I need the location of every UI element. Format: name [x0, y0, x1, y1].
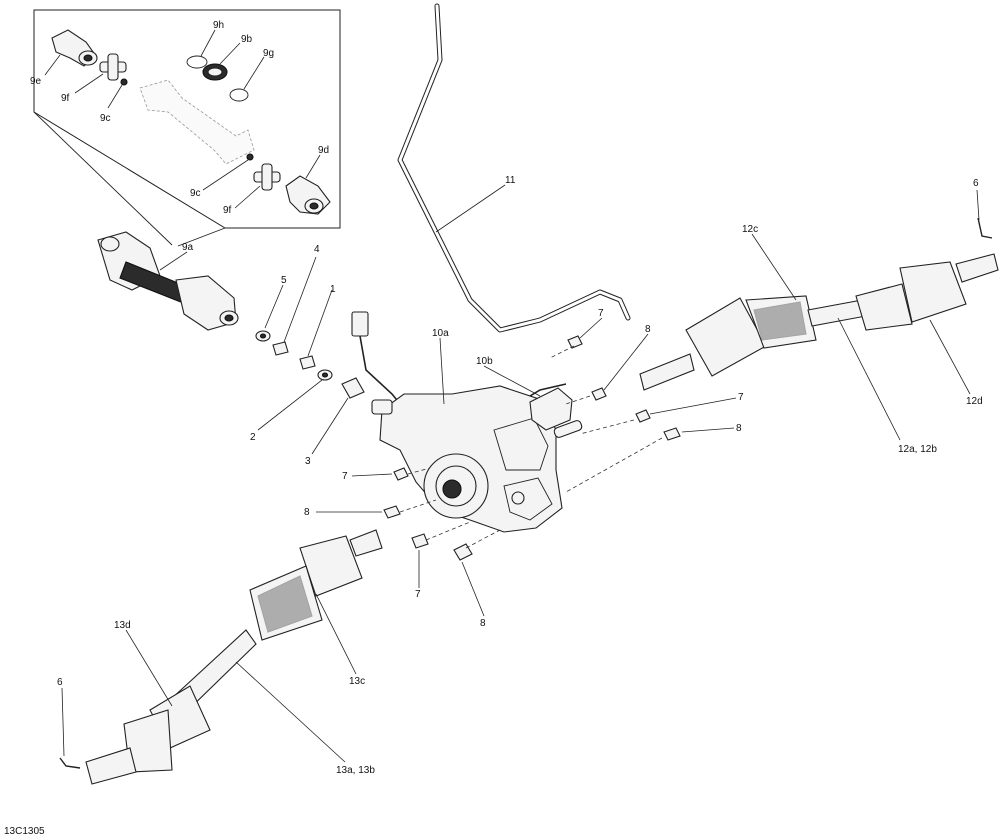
universal-cross-9f-part — [99, 53, 127, 81]
callout-6-left: 6 — [57, 677, 63, 688]
callout-7-upper: 7 — [598, 308, 604, 319]
actuator-10b: 10b — [476, 356, 583, 438]
callout-12d: 12d — [966, 396, 983, 407]
callout-3: 3 — [305, 456, 311, 467]
callout-13d: 13d — [114, 620, 131, 631]
callout-9g: 9g — [263, 48, 274, 59]
left-drive-axle-13: 13d 13c 13a, 13b — [85, 529, 383, 785]
mounting-bolts: 7 8 7 8 7 8 7 8 — [304, 308, 744, 629]
universal-cross-9f-lower-part — [253, 163, 281, 191]
callout-9b: 9b — [241, 34, 253, 45]
callout-7-right: 7 — [738, 392, 744, 403]
callout-7-left: 7 — [342, 471, 348, 482]
callout-9e: 9e — [30, 76, 42, 87]
callout-11: 11 — [505, 175, 516, 186]
callout-9c-upper: 9c — [100, 113, 111, 124]
callout-12a-12b: 12a, 12b — [898, 444, 937, 455]
cotter-pin-6-right: 6 — [973, 178, 993, 239]
callout-12c: 12c — [742, 224, 758, 235]
callout-4: 4 — [314, 244, 320, 255]
callout-1: 1 — [330, 284, 336, 295]
breather-tube-11: 11 — [397, 3, 631, 333]
callout-10a: 10a — [432, 328, 449, 339]
connector-part — [351, 311, 369, 337]
front-differential-10a: 10a — [371, 328, 563, 533]
bushing-3-part — [341, 377, 365, 399]
right-drive-axle-12: 12c 12d 12a, 12b — [639, 224, 999, 455]
bolt-1-part — [299, 355, 316, 370]
driveshaft-ghost-outline — [139, 79, 255, 165]
callout-10b: 10b — [476, 356, 493, 367]
callout-9h: 9h — [213, 20, 224, 31]
callout-9f-lower: 9f — [223, 205, 232, 216]
boot-9b-part — [202, 63, 228, 81]
callout-8-left: 8 — [304, 507, 310, 518]
callout-9d: 9d — [318, 145, 329, 156]
callout-8-lower: 8 — [480, 618, 486, 629]
hardware-group-left: 5 4 1 2 3 — [250, 244, 365, 467]
callout-9a: 9a — [182, 242, 194, 253]
callout-13a-13b: 13a, 13b — [336, 765, 375, 776]
ring-9h-part — [186, 55, 208, 69]
grease-fitting-9c-lower-part — [246, 153, 254, 161]
callout-9c-lower: 9c — [190, 188, 201, 199]
callout-9f-upper: 9f — [61, 93, 70, 104]
yoke-9e-part — [51, 29, 98, 67]
clamp-9g-part — [229, 88, 249, 102]
callout-5: 5 — [281, 275, 287, 286]
driveshaft-assembly-9a: 9a — [97, 231, 239, 331]
callout-8-upper: 8 — [645, 324, 651, 335]
bolt-4-part — [272, 341, 289, 356]
figure-reference-code: 13C1305 — [4, 826, 45, 837]
callout-8-right: 8 — [736, 423, 742, 434]
callout-2: 2 — [250, 432, 256, 443]
callout-13c: 13c — [349, 676, 365, 687]
cotter-pin-6-left: 6 — [57, 677, 81, 769]
grease-fitting-9c-part — [120, 78, 128, 86]
callout-7-lower: 7 — [415, 589, 421, 600]
driveshaft-detail-inset: 9h 9b 9g 9e 9f 9c 9d 9c 9f — [30, 9, 341, 247]
yoke-9d-part — [285, 175, 331, 215]
callout-6-right: 6 — [973, 178, 979, 189]
